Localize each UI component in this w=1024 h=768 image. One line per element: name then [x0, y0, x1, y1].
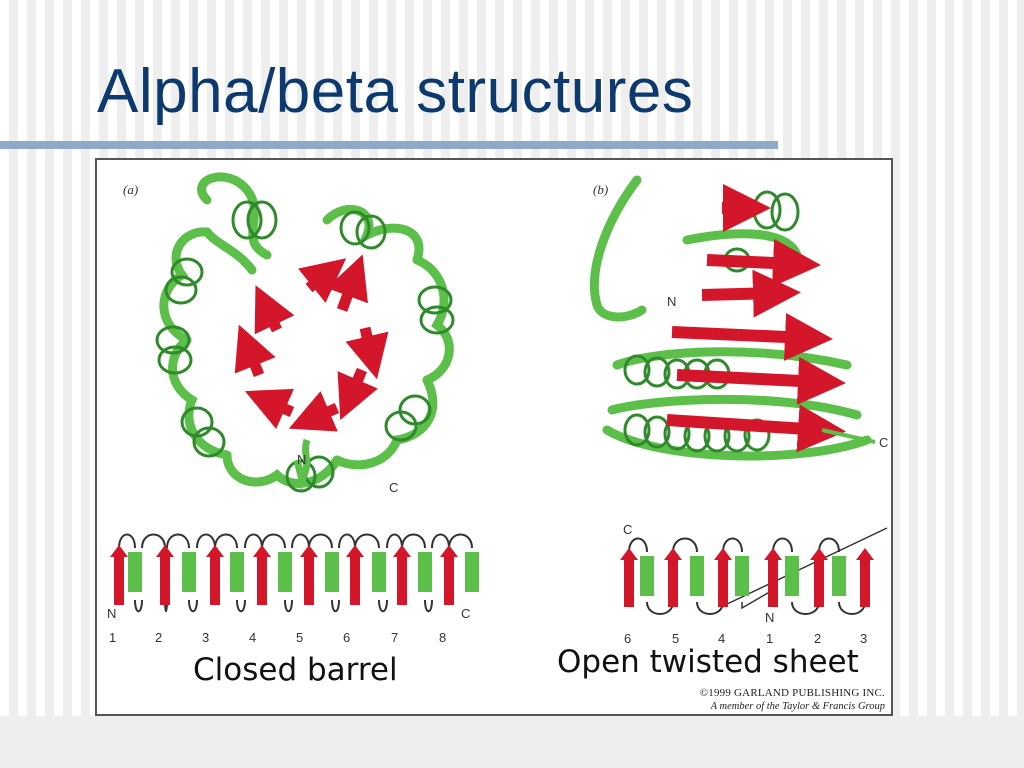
barrel-topology-n: N	[107, 606, 116, 621]
topology-strand-arrow	[856, 548, 874, 607]
sheet-strand-number: 5	[672, 631, 679, 646]
topology-helix-block	[640, 556, 654, 596]
sheet-n-terminus: N	[667, 294, 676, 309]
barrel-topology-c: C	[461, 606, 470, 621]
topology-strand-arrow	[206, 545, 224, 605]
topology-helix-block	[182, 552, 196, 592]
topology-strand-arrow	[346, 545, 364, 605]
barrel-strand-number: 2	[155, 630, 162, 645]
panel-b-label: (b)	[593, 182, 609, 197]
barrel-topology-marks	[110, 545, 479, 605]
sheet-topology-c: C	[623, 522, 632, 537]
title-underline	[0, 141, 778, 149]
topology-helix-block	[785, 556, 799, 596]
caption-open-twisted-sheet: Open twisted sheet	[557, 644, 859, 680]
barrel-strand-numbers: 1 2 3 4 5 6 7 8	[109, 630, 446, 645]
sheet-strand-number: 3	[860, 631, 867, 646]
topology-strand-arrow	[253, 545, 271, 605]
sheet-c-terminal-tail	[821, 428, 876, 444]
barrel-strand-number: 5	[296, 630, 303, 645]
sheet-strand-number: 2	[814, 631, 821, 646]
sheet-strand-number: 4	[718, 631, 725, 646]
barrel-n-terminal-loop	[293, 438, 311, 491]
topology-strand-arrow	[764, 548, 782, 607]
barrel-strand-number: 7	[391, 630, 398, 645]
barrel-ribbon-illustration	[155, 172, 455, 493]
topology-strand-arrow	[664, 548, 682, 607]
caption-closed-barrel: Closed barrel	[193, 652, 398, 688]
topology-helix-block	[325, 552, 339, 592]
topology-strand-arrow	[156, 545, 174, 605]
sheet-topology-diagram	[628, 527, 888, 615]
sheet-topology-n: N	[765, 610, 774, 625]
topology-helix-block	[278, 552, 292, 592]
sheet-ribbon-illustration	[589, 175, 876, 461]
topology-helix-block	[465, 552, 479, 592]
barrel-topology-diagram	[118, 533, 473, 613]
topology-strand-arrow	[300, 545, 318, 605]
sheet-strand-numbers: 6 5 4 1 2 3	[624, 631, 867, 646]
copyright-credit: ©1999 GARLAND PUBLISHING INC.	[699, 687, 885, 699]
topology-helix-block	[128, 552, 142, 592]
barrel-helix-coils	[155, 200, 455, 493]
topology-strand-arrow	[393, 545, 411, 605]
sheet-c-terminus: C	[879, 435, 888, 450]
topology-helix-block	[832, 556, 846, 596]
figure-artwork: N C	[107, 172, 888, 646]
figure-panel: (a) (b)	[95, 158, 893, 716]
sheet-beta-strands	[666, 184, 846, 453]
topology-strand-arrow	[110, 545, 128, 605]
sheet-topology-marks	[620, 548, 874, 607]
topology-helix-block	[735, 556, 749, 596]
barrel-n-terminus: N	[297, 452, 306, 467]
sheet-helix-coils	[623, 190, 800, 453]
topology-helix-block	[418, 552, 432, 592]
slide-title: Alpha/beta structures	[97, 57, 694, 126]
sheet-strand-number: 6	[624, 631, 631, 646]
barrel-helix-loops	[159, 172, 454, 488]
barrel-strand-number: 8	[439, 630, 446, 645]
topology-helix-block	[372, 552, 386, 592]
barrel-strand-number: 1	[109, 630, 116, 645]
publisher-credit: A member of the Taylor & Francis Group	[710, 701, 885, 712]
slide-bottom-band	[0, 716, 1024, 768]
sheet-strand-number: 1	[766, 631, 773, 646]
topology-strand-arrow	[714, 548, 732, 607]
topology-helix-block	[230, 552, 244, 592]
topology-strand-arrow	[620, 548, 638, 607]
topology-strand-arrow	[440, 545, 458, 605]
topology-strand-arrow	[810, 548, 828, 607]
barrel-c-terminus: C	[389, 480, 398, 495]
barrel-strand-number: 6	[343, 630, 350, 645]
topology-helix-block	[690, 556, 704, 596]
barrel-strand-number: 4	[249, 630, 256, 645]
barrel-beta-strands	[234, 254, 389, 432]
panel-a-label: (a)	[123, 182, 139, 197]
barrel-strand-number: 3	[202, 630, 209, 645]
